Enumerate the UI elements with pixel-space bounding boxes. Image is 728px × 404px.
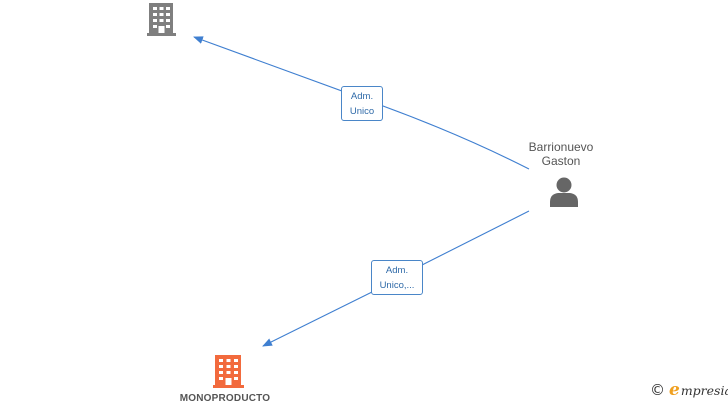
brand-logo-initial: e <box>669 380 680 400</box>
person-name[interactable]: Barrionuevo Gaston <box>514 140 608 168</box>
edge-label-bottom-line2: Unico,... <box>379 280 415 291</box>
copyright-icon: © <box>650 381 665 399</box>
company-name[interactable]: MONOPRODUCTO <box>179 393 271 404</box>
building-icon[interactable] <box>213 355 244 388</box>
person-name-line2: Gaston <box>541 154 581 168</box>
edge-label-bottom[interactable]: Adm. Unico,... <box>371 260 423 295</box>
person-name-line1: Barrionuevo <box>528 140 594 154</box>
brand-logo: © e mpresia <box>650 380 728 400</box>
building-icon[interactable] <box>147 3 176 36</box>
brand-logo-text: mpresia <box>680 382 728 398</box>
edge-top-company <box>193 36 530 170</box>
person-icon[interactable] <box>550 177 578 208</box>
edge-label-top-line1: Adm. <box>350 91 374 102</box>
edge-label-bottom-line1: Adm. <box>385 265 409 276</box>
edge-label-top-line2: Unico <box>349 106 375 117</box>
edge-label-top[interactable]: Adm. Unico <box>341 86 383 121</box>
